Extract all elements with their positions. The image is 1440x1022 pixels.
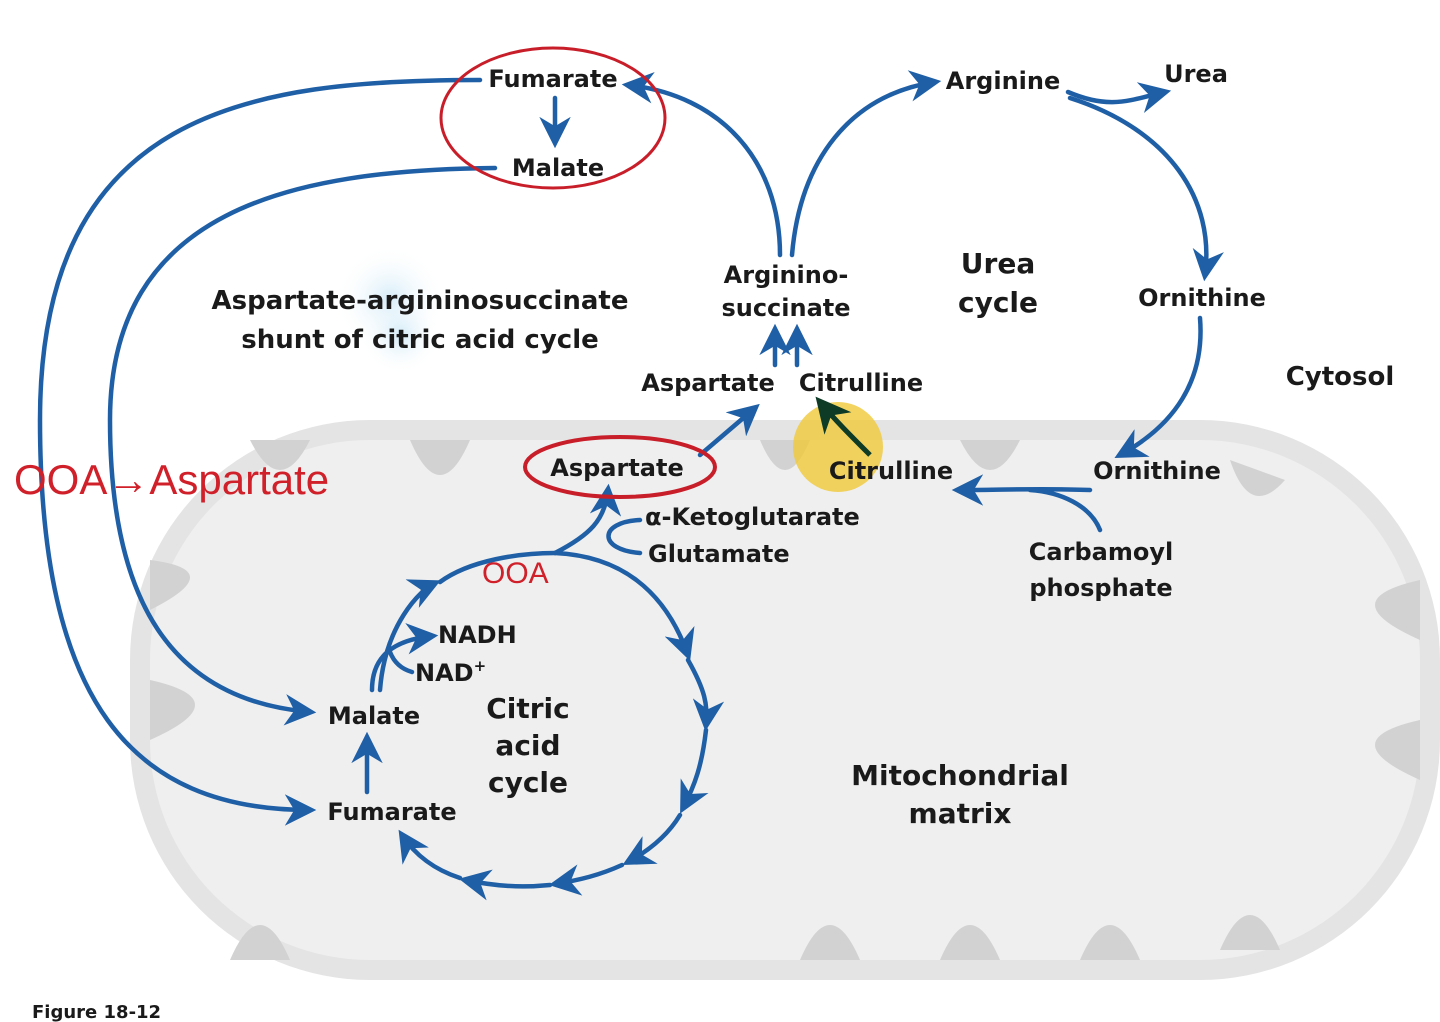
mitochondrion-inner: [150, 440, 1420, 960]
aspartate-cytosol-label: Aspartate: [641, 369, 775, 397]
carbamoyl-label-1: Carbamoyl: [1029, 538, 1173, 566]
malate-top-label: Malate: [512, 154, 604, 182]
citrulline-matrix-label: Citrulline: [829, 457, 953, 485]
fumarate-bottom-label: Fumarate: [327, 798, 456, 826]
aspartate-highlight: [523, 435, 717, 499]
cytosol-label: Cytosol: [1286, 362, 1395, 392]
citric-cycle-label-2: acid: [495, 729, 560, 762]
cristae: [150, 440, 1420, 960]
malate-bottom-label: Malate: [328, 702, 420, 730]
ornithine-matrix-label: Ornithine: [1093, 457, 1221, 485]
matrix-label-2: matrix: [909, 797, 1012, 830]
shunt-title-1: Aspartate-argininosuccinate: [212, 286, 629, 316]
pathway-arrows: [37, 70, 1224, 826]
citrulline-cytosol-label: Citrulline: [799, 369, 923, 397]
akg-label: α-Ketoglutarate: [645, 503, 860, 531]
arginine-label: Arginine: [946, 67, 1061, 95]
cursor-arrow: [815, 396, 872, 457]
urea-cycle-label-2: cycle: [958, 286, 1038, 319]
argininosuccinate-label-1: Arginino-: [724, 261, 849, 289]
carbamoyl-label-2: phosphate: [1029, 574, 1172, 602]
nadh-label: NADH: [438, 621, 517, 649]
urea-label: Urea: [1164, 60, 1228, 88]
fumarate-malate-highlight: [439, 46, 667, 190]
urea-cycle-label-1: Urea: [961, 247, 1035, 280]
argininosuccinate-label-2: succinate: [721, 294, 850, 322]
figure-caption: Figure 18-12: [32, 1002, 161, 1022]
ooa-aspartate-annotation: OOA→Aspartate: [14, 456, 329, 503]
citric-cycle-ring: [377, 550, 725, 901]
citric-cycle-label-3: cycle: [488, 766, 568, 799]
glutamate-label: Glutamate: [648, 540, 790, 568]
shunt-title-2: shunt of citric acid cycle: [241, 325, 599, 355]
matrix-label-1: Mitochondrial: [851, 759, 1069, 792]
fumarate-top-label: Fumarate: [488, 65, 617, 93]
ornithine-cytosol-label: Ornithine: [1138, 284, 1266, 312]
ooa-annotation: OOA: [482, 557, 549, 590]
aspartate-matrix-label: Aspartate: [550, 454, 684, 482]
citric-cycle-label-1: Citric: [486, 692, 570, 725]
title-glow-2: [360, 295, 440, 375]
nad-label: NAD+: [415, 657, 486, 687]
cursor-highlight: [793, 402, 883, 492]
